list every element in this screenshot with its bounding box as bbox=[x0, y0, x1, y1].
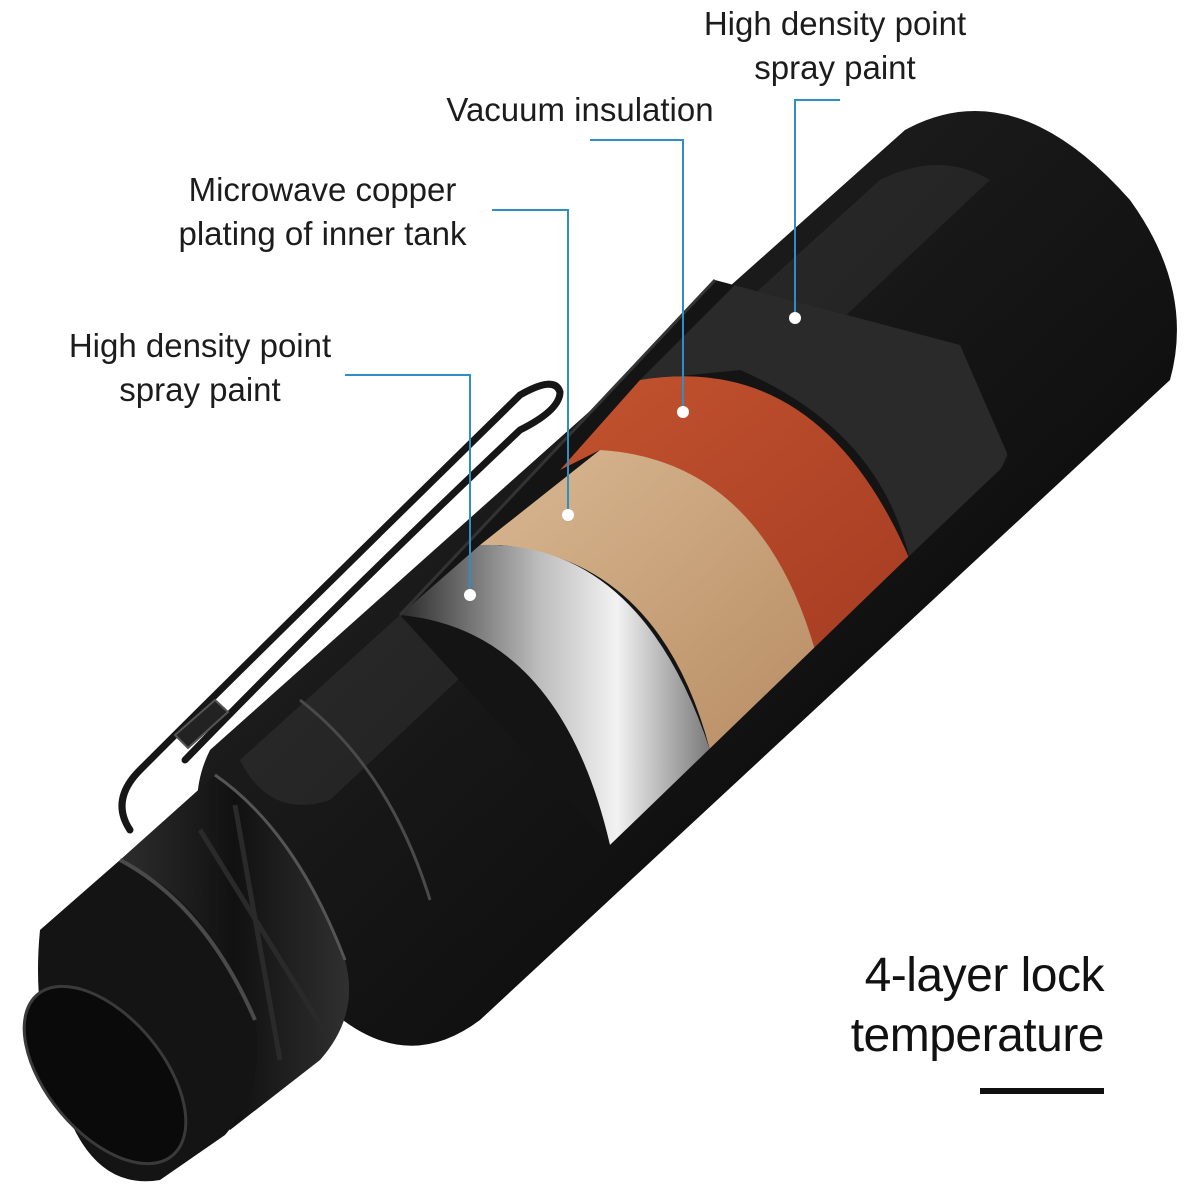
leader-line-outer-paint bbox=[794, 99, 840, 318]
lanyard-strap bbox=[118, 380, 564, 834]
body-shoulder-ring bbox=[299, 698, 432, 901]
cutaway-window-edge bbox=[398, 278, 717, 617]
callout-label-outer-paint: High density point spray paint bbox=[680, 2, 990, 90]
headline-line2: temperature bbox=[850, 1009, 1105, 1062]
leader-lines bbox=[345, 99, 840, 595]
callout-dot-vacuum bbox=[677, 406, 689, 418]
leader-line-vacuum bbox=[590, 139, 684, 412]
leader-line-inner-paint bbox=[345, 374, 471, 595]
callout-dot-copper bbox=[562, 509, 574, 521]
cap-ring bbox=[119, 858, 257, 1021]
lanyard-clip bbox=[173, 698, 230, 750]
callout-outer-paint-line1: High density point bbox=[703, 5, 967, 42]
leader-line-copper bbox=[492, 209, 569, 515]
callout-copper-line1: Microwave copper bbox=[188, 171, 457, 208]
callout-dot-outer-paint bbox=[789, 312, 801, 324]
callout-label-copper: Microwave copper plating of inner tank bbox=[150, 168, 495, 256]
callout-vacuum-text: Vacuum insulation bbox=[446, 91, 714, 128]
callout-dot-inner-paint bbox=[464, 589, 476, 601]
callout-inner-paint-line1: High density point bbox=[68, 327, 332, 364]
neck-ring bbox=[214, 773, 347, 961]
headline-line1: 4-layer lock bbox=[864, 949, 1105, 1002]
callout-label-vacuum: Vacuum insulation bbox=[410, 88, 750, 132]
lanyard-cross-strap bbox=[197, 804, 333, 1061]
callout-copper-line2: plating of inner tank bbox=[178, 215, 467, 252]
headline-underline bbox=[980, 1088, 1104, 1094]
layer-outer-paint bbox=[640, 280, 1010, 560]
callout-outer-paint-line2: spray paint bbox=[754, 49, 916, 86]
bottle-neck bbox=[120, 775, 350, 1130]
headline: 4-layer lock temperature bbox=[850, 946, 1105, 1066]
callout-inner-paint-line2: spray paint bbox=[119, 371, 281, 408]
layer-vacuum bbox=[560, 376, 910, 650]
layer-steel bbox=[400, 544, 710, 845]
cap-end-face bbox=[22, 984, 188, 1166]
callout-label-inner-paint: High density point spray paint bbox=[40, 324, 360, 412]
layer-copper bbox=[480, 450, 815, 750]
